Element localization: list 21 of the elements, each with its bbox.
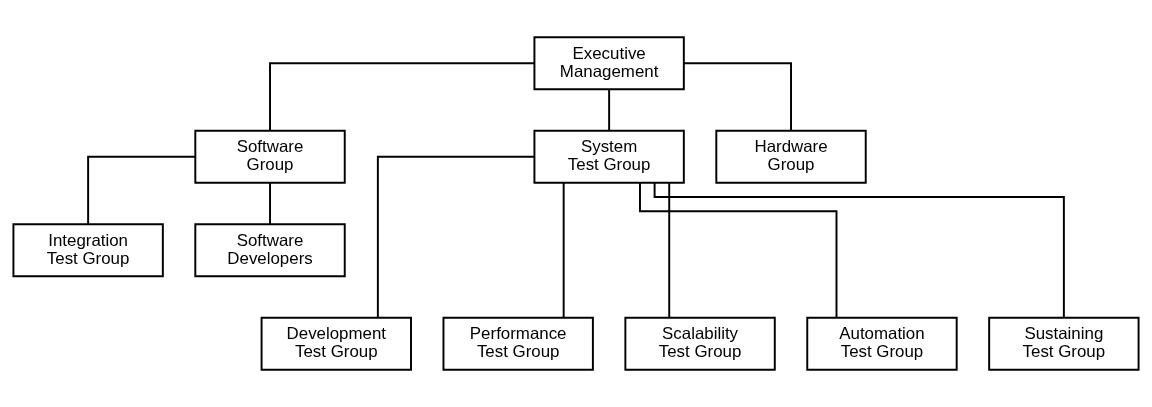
connector [608, 88, 611, 132]
node-box: Software Developers [194, 223, 346, 278]
node-box: System Test Group [533, 129, 685, 184]
connector [653, 181, 1065, 319]
node-box: Scalability Test Group [624, 316, 776, 371]
node-box: Hardware Group [715, 129, 867, 184]
connector [668, 181, 671, 319]
node-box: Performance Test Group [442, 316, 594, 371]
connector [376, 155, 536, 319]
node-box: Automation Test Group [806, 316, 958, 371]
connector [269, 62, 536, 132]
node-box: Sustaining Test Group [988, 316, 1140, 371]
connector [683, 62, 792, 132]
node-box: Software Group [194, 129, 346, 184]
connector [562, 181, 565, 319]
connector [87, 155, 196, 226]
node-box: Development Test Group [260, 316, 412, 371]
connector [269, 181, 271, 225]
node-box: Executive Management [533, 36, 685, 91]
node-box: Integration Test Group [12, 223, 164, 278]
connector [639, 181, 838, 319]
